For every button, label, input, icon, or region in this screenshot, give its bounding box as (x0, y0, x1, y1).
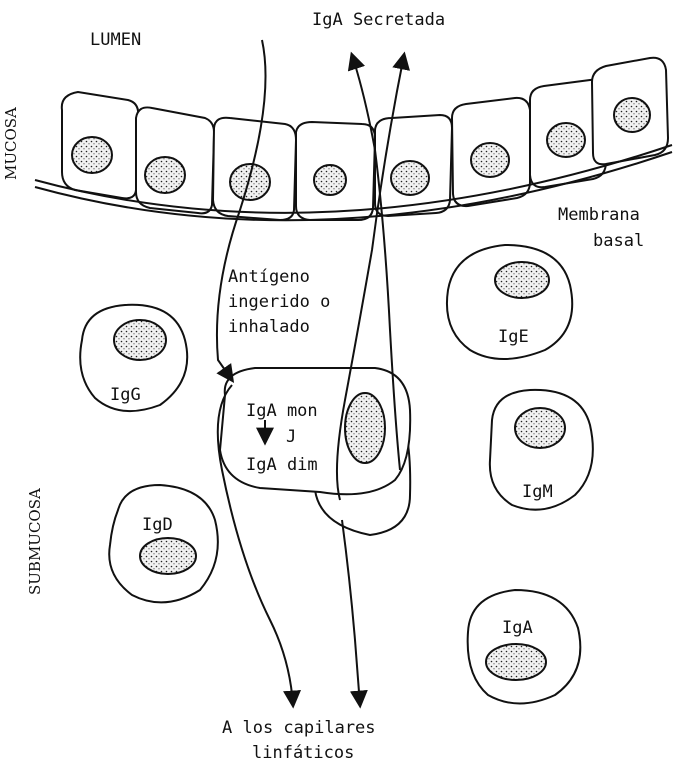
submucosa-label: SUBMUCOSA (26, 488, 44, 595)
antigen-label-line3: inhalado (228, 317, 310, 337)
capillaries-label-line1: A los capilares (222, 718, 376, 738)
nucleus (72, 137, 112, 173)
j-chain-label: J (286, 427, 296, 447)
mucosa-label: MUCOSA (2, 107, 20, 180)
nucleus (230, 164, 270, 200)
antigen-label-line2: ingerido o (228, 292, 330, 312)
nucleus (614, 98, 650, 132)
igE-label: IgE (498, 327, 529, 347)
epithelium (62, 58, 668, 220)
nucleus (471, 143, 509, 177)
capillary-pathway-right (342, 520, 360, 705)
plasma-cell-igD (109, 485, 218, 602)
nucleus (391, 161, 429, 195)
iga-producing-cell (220, 368, 410, 535)
membrane-label-line1: Membrana (558, 205, 640, 225)
igD-label: IgD (142, 515, 173, 535)
igA-dim-label: IgA dim (246, 455, 318, 475)
nucleus (314, 165, 346, 195)
antigen-label-line1: Antígeno (228, 267, 310, 287)
nucleus (547, 123, 585, 157)
igA-label: IgA (502, 618, 533, 638)
igA-mon-label: IgA mon (246, 401, 318, 421)
igM-label: IgM (522, 482, 553, 502)
igG-label: IgG (110, 385, 141, 405)
nucleus (145, 157, 185, 193)
capillaries-label-line2: linfáticos (252, 743, 354, 763)
iga-secreted-label: IgA Secretada (312, 10, 445, 30)
lumen-label: LUMEN (90, 30, 141, 50)
plasma-cell-igA (468, 590, 581, 704)
membrane-label-line2: basal (593, 231, 644, 251)
